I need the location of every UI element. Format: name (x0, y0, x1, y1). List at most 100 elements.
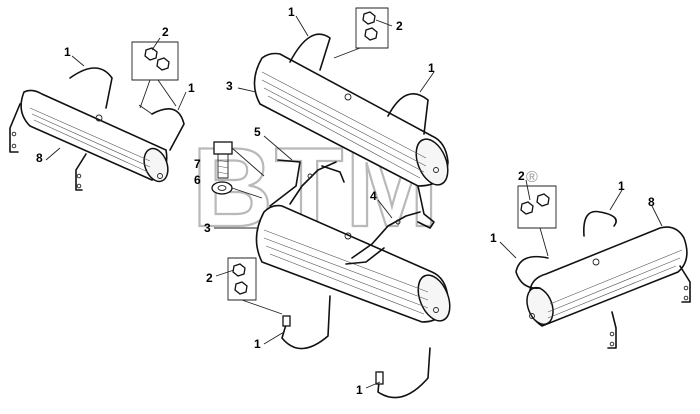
upper-tank-drain (433, 167, 439, 173)
hex-nut (520, 201, 534, 215)
bracket-hole (683, 285, 689, 291)
right-tank-strap-2 (583, 210, 617, 237)
callout-1: 1 (288, 5, 295, 19)
upper-tank-strap-1 (289, 33, 331, 71)
washer-hole (217, 185, 227, 191)
left-nut-pair (131, 41, 179, 109)
callout-1: 1 (64, 45, 71, 59)
bolt-assembly (211, 141, 265, 199)
right-air-tank (515, 210, 691, 349)
callout-6: 6 (194, 173, 201, 187)
nut-leader (157, 79, 177, 107)
leader (651, 205, 663, 227)
bracket-4-arm (351, 211, 421, 259)
hex-nut (362, 11, 376, 25)
hex-nut (144, 47, 158, 61)
right-tank-drain (529, 313, 535, 319)
strap-link (138, 104, 153, 115)
right-tank-shading (547, 249, 683, 319)
registered-mark: ® (526, 169, 538, 186)
callout-1: 1 (618, 179, 625, 193)
left-air-tank (9, 67, 185, 191)
lower-nut-pair (227, 257, 283, 315)
bracket-hole (11, 143, 17, 149)
lower-tank-drain (433, 307, 439, 313)
bracket-hole (76, 183, 82, 189)
left-tank-strap-2 (151, 108, 185, 151)
leader (609, 189, 623, 211)
nut-frame (517, 185, 557, 229)
bolt-thread (217, 159, 229, 175)
hex-nut (234, 281, 248, 295)
upper-tank-shading (261, 71, 427, 179)
bracket-right-foot (417, 185, 435, 229)
left-tank-drain (157, 173, 163, 179)
right-tank-strap-1 (515, 255, 549, 289)
bracket-hole (609, 331, 615, 337)
left-tank-bracket-2 (75, 153, 87, 191)
hex-nut (232, 263, 246, 277)
nut-frame (131, 41, 179, 81)
washer (211, 181, 233, 195)
hex-nut (364, 27, 378, 41)
bracket-left-upper (269, 159, 301, 207)
center-crossmember-brackets (269, 159, 435, 265)
bolt-head (213, 141, 233, 155)
callout-3: 3 (204, 221, 211, 235)
leader (419, 71, 435, 93)
leader (295, 15, 309, 37)
bracket-hole (11, 131, 17, 137)
bracket-mid (321, 165, 345, 183)
callout-leaders (45, 15, 663, 389)
upper-tank-end-cap (415, 138, 449, 186)
callout-8: 8 (648, 195, 655, 209)
callout-2: 2 (396, 19, 403, 33)
callout-2: 2 (162, 25, 169, 39)
leader (177, 91, 187, 111)
strap-thread-end (375, 371, 384, 385)
loose-strap-upper (281, 295, 331, 350)
callout-7: 7 (194, 157, 201, 171)
lower-tank-end-cap (417, 274, 451, 322)
leader (365, 381, 381, 389)
upper-tank-body (253, 52, 449, 187)
right-tank-port (592, 258, 600, 266)
bracket-4-lower (345, 247, 385, 265)
leader (215, 269, 235, 277)
callout-5: 5 (254, 125, 261, 139)
nut-leader (139, 79, 151, 109)
callout-labels: 1 2 1 8 1 2 1 3 5 7 6 3 4 2 1 1 2 1 8 1 (36, 5, 655, 397)
upper-tank-port (344, 93, 352, 101)
bracket-hole (609, 341, 615, 347)
bolt-leader (231, 147, 265, 177)
bracket-hole (395, 219, 401, 225)
center-upper-air-tank (253, 33, 449, 187)
loose-strap-lower (375, 347, 431, 399)
leader (45, 147, 61, 161)
leader (377, 199, 393, 219)
lower-tank-port (344, 232, 352, 240)
washer-leader (231, 187, 263, 199)
leader (237, 87, 257, 93)
leader (71, 55, 85, 67)
callout-2: 2 (518, 169, 525, 183)
leader (263, 331, 285, 345)
nut-frame (355, 7, 389, 49)
strap-thread-end (282, 315, 291, 327)
hex-nut (156, 57, 170, 71)
nut-leader (539, 227, 549, 257)
callout-1: 1 (356, 383, 363, 397)
leader (263, 135, 293, 161)
callout-1: 1 (254, 337, 261, 351)
callout-1: 1 (490, 231, 497, 245)
hex-nut (536, 193, 550, 207)
bracket-hole (683, 295, 689, 301)
callout-1: 1 (428, 61, 435, 75)
upper-tank-strap-2 (387, 93, 429, 135)
nut-frame (227, 257, 257, 301)
lower-tank-shading (263, 229, 429, 315)
callout-3: 3 (226, 79, 233, 93)
leader (525, 179, 531, 201)
